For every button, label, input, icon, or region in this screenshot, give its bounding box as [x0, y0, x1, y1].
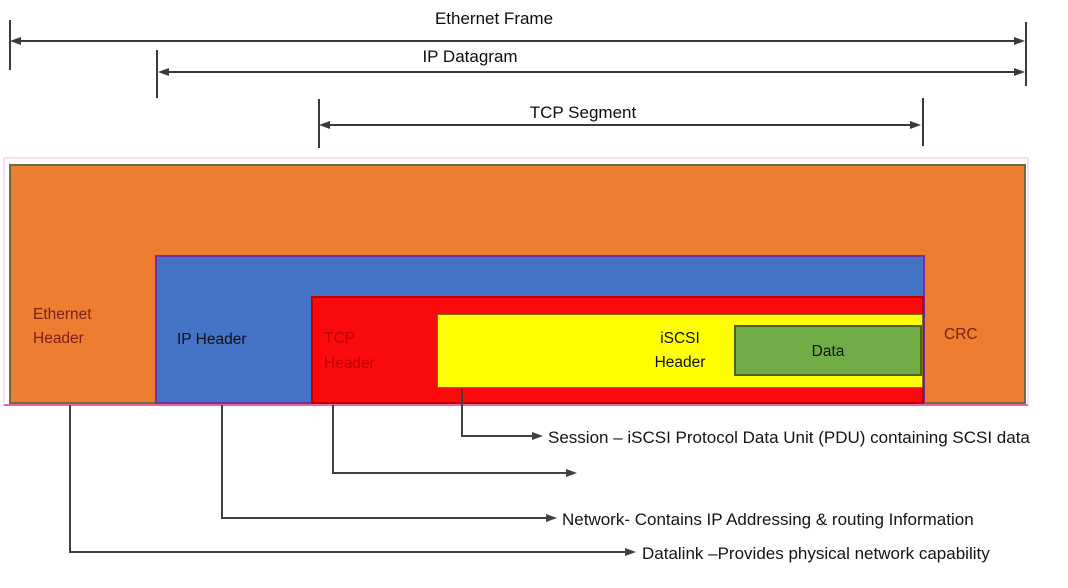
datalink-callout-vline [69, 405, 71, 553]
tcp-segment-arrow-line [328, 124, 912, 126]
tcp-segment-right-tick [922, 98, 924, 146]
ethernet-frame-arrow-line [19, 40, 1016, 42]
datalink-callout-hline [69, 551, 625, 553]
transport-callout-arrowhead [566, 469, 577, 477]
ethernet-frame-arrowhead-left [10, 37, 21, 45]
network-callout-text: Network- Contains IP Addressing & routin… [562, 510, 974, 529]
transport-callout-vline [332, 405, 334, 474]
transport-callout-hline [332, 472, 566, 474]
ethernet-frame-left-tick [9, 20, 11, 70]
session-callout-hline [461, 435, 532, 437]
tcp-segment-arrowhead-left [319, 121, 330, 129]
session-callout-vline [461, 389, 463, 437]
tcp-segment-span-label: TCP Segment [529, 103, 637, 122]
network-callout-vline [221, 405, 223, 519]
datalink-callout-arrowhead [625, 548, 636, 556]
datalink-callout-text: Datalink –Provides physical network capa… [642, 544, 990, 563]
outer-pink-frame [3, 157, 1029, 406]
data-label: Data [811, 343, 845, 360]
session-callout-arrowhead [532, 432, 543, 440]
ethernet-frame-span-label: Ethernet Frame [434, 9, 554, 28]
ip-datagram-arrowhead-right [1014, 68, 1025, 76]
ethernet-header-label: Ethernet Header [33, 306, 92, 347]
network-callout-hline [221, 517, 546, 519]
ip-datagram-arrowhead-left [158, 68, 169, 76]
network-callout-arrowhead [546, 514, 557, 522]
tcp-segment-arrowhead-right [910, 121, 921, 129]
tcp-header-label: TCP Header [324, 330, 375, 372]
ip-header-label: IP Header [177, 331, 247, 348]
ip-datagram-left-tick [156, 50, 158, 98]
iscsi-header-label: iSCSI Header [654, 330, 706, 371]
session-callout-text: Session – iSCSI Protocol Data Unit (PDU)… [548, 428, 1030, 447]
data-box [734, 325, 922, 376]
crc-label: CRC [944, 326, 978, 343]
ip-datagram-span-label: IP Datagram [422, 47, 518, 66]
ethernet-frame-right-tick [1025, 22, 1027, 86]
ethernet-frame-arrowhead-right [1014, 37, 1025, 45]
ip-datagram-arrow-line [167, 71, 1016, 73]
